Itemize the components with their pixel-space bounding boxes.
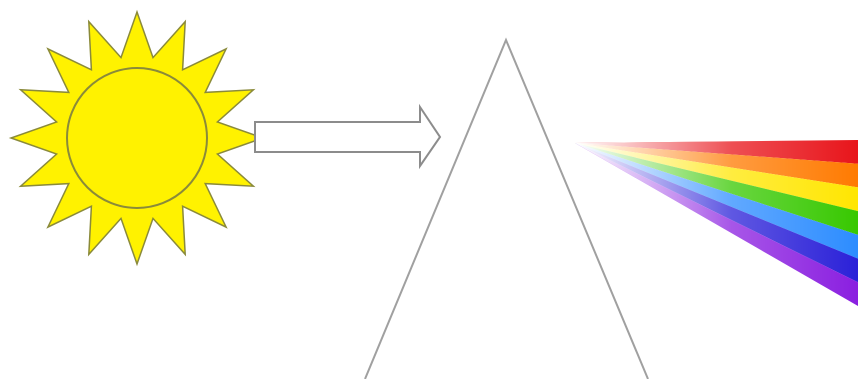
light-arrow-icon [255, 107, 440, 166]
prism-icon [365, 40, 648, 379]
sun-icon [11, 12, 263, 264]
sun-disc [67, 68, 207, 208]
spectrum-fade-overlay [575, 140, 858, 306]
